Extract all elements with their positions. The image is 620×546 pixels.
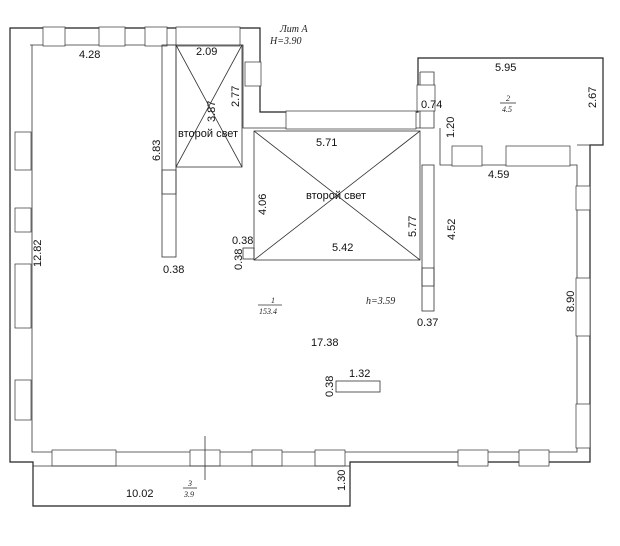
window-bottom-5 bbox=[457, 449, 489, 467]
dim-bottom-width: 10.02 bbox=[126, 488, 154, 500]
right-partition-window bbox=[421, 267, 435, 287]
dim-void-left-height: 3.87 bbox=[206, 101, 218, 122]
dim-right-partition-thickness: 0.37 bbox=[417, 317, 438, 329]
window-bottom-6 bbox=[518, 449, 550, 467]
room3-number: 3 bbox=[187, 479, 192, 488]
window-left-1 bbox=[14, 131, 32, 171]
dim-top-left-width: 4.28 bbox=[79, 49, 100, 61]
dim-room2-step: 1.20 bbox=[445, 117, 457, 138]
small-block bbox=[335, 380, 381, 393]
window-right-2 bbox=[505, 145, 571, 167]
dim-bottom-height: 1.30 bbox=[336, 470, 348, 491]
dim-partition-length: 6.83 bbox=[151, 140, 163, 161]
dim-left-wall-length: 12.82 bbox=[32, 239, 44, 267]
dim-main-width: 17.38 bbox=[311, 337, 339, 349]
room2-area: 4.5 bbox=[502, 105, 512, 114]
dim-block-height: 0.38 bbox=[324, 376, 336, 397]
window-left-4 bbox=[14, 379, 32, 421]
dim-center-void-left: 4.06 bbox=[257, 194, 269, 215]
bottom-annex bbox=[33, 436, 350, 480]
dim-partition-thickness: 0.38 bbox=[163, 264, 184, 276]
room1-area: 153.4 bbox=[259, 307, 277, 316]
column bbox=[242, 247, 255, 260]
window-right-wall-1 bbox=[575, 185, 591, 211]
window-left-2 bbox=[14, 207, 32, 233]
window-top-3 bbox=[144, 26, 168, 47]
window-notch bbox=[244, 61, 262, 87]
right-partition bbox=[421, 164, 435, 312]
window-top-1 bbox=[42, 26, 66, 47]
left-partition-window bbox=[161, 169, 177, 195]
window-room2-left bbox=[416, 84, 436, 112]
dim-block-width: 1.32 bbox=[349, 368, 370, 380]
dim-column-height: 0.38 bbox=[233, 249, 245, 270]
window-bottom-1 bbox=[51, 449, 117, 467]
window-left-3 bbox=[14, 263, 32, 329]
dim-room2-width: 5.95 bbox=[495, 62, 516, 74]
dim-void-left-width: 2.09 bbox=[196, 46, 217, 58]
room1-height: h=3.59 bbox=[366, 296, 395, 307]
window-right-1 bbox=[451, 145, 483, 167]
left-partition bbox=[161, 44, 177, 258]
dim-right-wall-length: 8.90 bbox=[565, 291, 577, 312]
dim-room2-height: 2.67 bbox=[587, 87, 599, 108]
room1-number: 1 bbox=[271, 296, 275, 305]
dim-center-void-top: 5.71 bbox=[316, 137, 337, 149]
title-height: H=3.90 bbox=[269, 36, 301, 47]
void-center bbox=[242, 130, 421, 261]
dim-notch-height: 2.77 bbox=[230, 86, 242, 107]
window-center-top bbox=[285, 110, 417, 130]
void-center-label: второй свет bbox=[306, 190, 366, 202]
void-left-label: второй свет bbox=[178, 128, 238, 140]
dim-right-partition-length: 4.52 bbox=[446, 219, 458, 240]
dim-right-upper-width: 4.59 bbox=[488, 169, 509, 181]
title-lit: Лит А bbox=[279, 24, 308, 35]
window-top-2 bbox=[98, 26, 126, 47]
room3-area: 3.9 bbox=[183, 490, 194, 499]
window-right-wall-3 bbox=[575, 403, 591, 449]
window-top-4 bbox=[175, 26, 241, 47]
windows bbox=[14, 26, 591, 467]
outer-walls bbox=[9, 27, 604, 507]
dim-column-width: 0.38 bbox=[232, 235, 253, 247]
dim-center-void-right: 5.77 bbox=[407, 216, 419, 237]
partitions bbox=[161, 44, 435, 393]
window-right-wall-2 bbox=[575, 277, 591, 337]
dim-center-void-bottom: 5.42 bbox=[332, 242, 353, 254]
dim-room2-offset: 0.74 bbox=[421, 99, 442, 111]
window-bottom-3 bbox=[251, 449, 283, 467]
room2-number: 2 bbox=[506, 94, 510, 103]
window-bottom-4 bbox=[314, 449, 346, 467]
